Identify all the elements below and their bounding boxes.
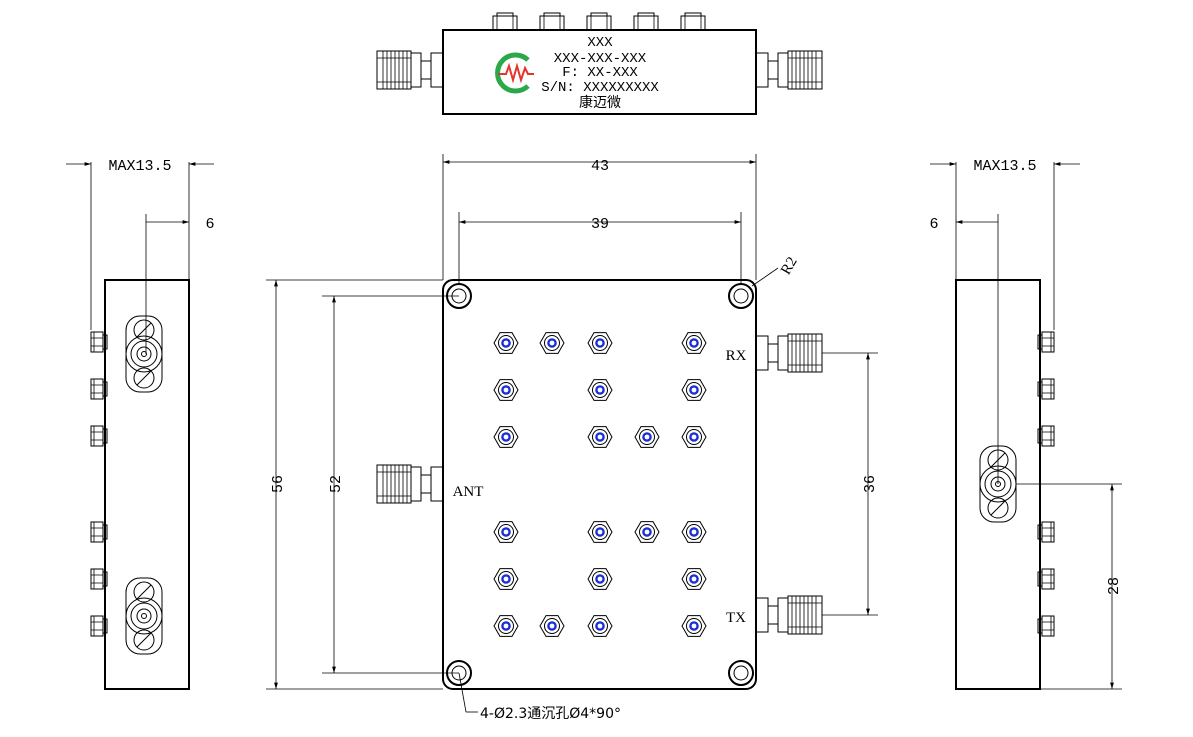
top-left-connector xyxy=(376,50,444,90)
dim-height-outer: 56 xyxy=(270,475,287,493)
brand-logo xyxy=(495,52,534,94)
dim-width-holes: 39 xyxy=(591,216,609,233)
dim-width-outer: 43 xyxy=(591,158,609,175)
front-view: RX TX ANT 43 39 R2 56 52 36 4-Ø2.3通沉孔Ø xyxy=(266,154,879,722)
nameplate-line2: XXX-XXX-XXX xyxy=(554,51,647,67)
left-side-view: MAX13.5 6 xyxy=(66,158,215,690)
right-side-view: MAX13.5 6 28 xyxy=(929,158,1123,690)
dim-left-offset: 6 xyxy=(205,216,214,233)
port-label-ant: ANT xyxy=(453,484,484,500)
port-label-tx: TX xyxy=(726,610,746,626)
ant-connector xyxy=(376,464,444,504)
dim-ant-height: 28 xyxy=(1106,577,1123,595)
port-label-rx: RX xyxy=(726,348,747,364)
top-view: XXX XXX-XXX-XXX F: XX-XXX S/N: XXXXXXXXX… xyxy=(376,12,823,115)
dim-right-max: MAX13.5 xyxy=(973,158,1036,175)
dim-corner-radius: R2 xyxy=(778,254,801,277)
dim-port-spacing: 36 xyxy=(862,475,879,493)
hole-note: 4-Ø2.3通沉孔Ø4*90° xyxy=(480,706,621,722)
tuning-screw-grid xyxy=(493,332,707,637)
nameplate-line4: S/N: XXXXXXXXX xyxy=(541,80,659,96)
dim-left-max: MAX13.5 xyxy=(108,158,171,175)
nameplate-line3: F: XX-XXX xyxy=(562,65,638,81)
dim-height-holes: 52 xyxy=(328,475,345,493)
nameplate-brand: 康迈微 xyxy=(579,94,621,111)
left-side-connector-lower xyxy=(125,577,163,655)
left-side-connector-upper xyxy=(125,315,163,393)
left-side-body xyxy=(104,279,190,690)
nameplate-line1: XXX xyxy=(587,35,613,51)
rx-connector xyxy=(755,333,823,373)
top-right-connector xyxy=(755,50,823,90)
dim-right-offset: 6 xyxy=(929,216,938,233)
tx-connector xyxy=(755,595,823,635)
top-tuning-screws xyxy=(492,12,706,31)
